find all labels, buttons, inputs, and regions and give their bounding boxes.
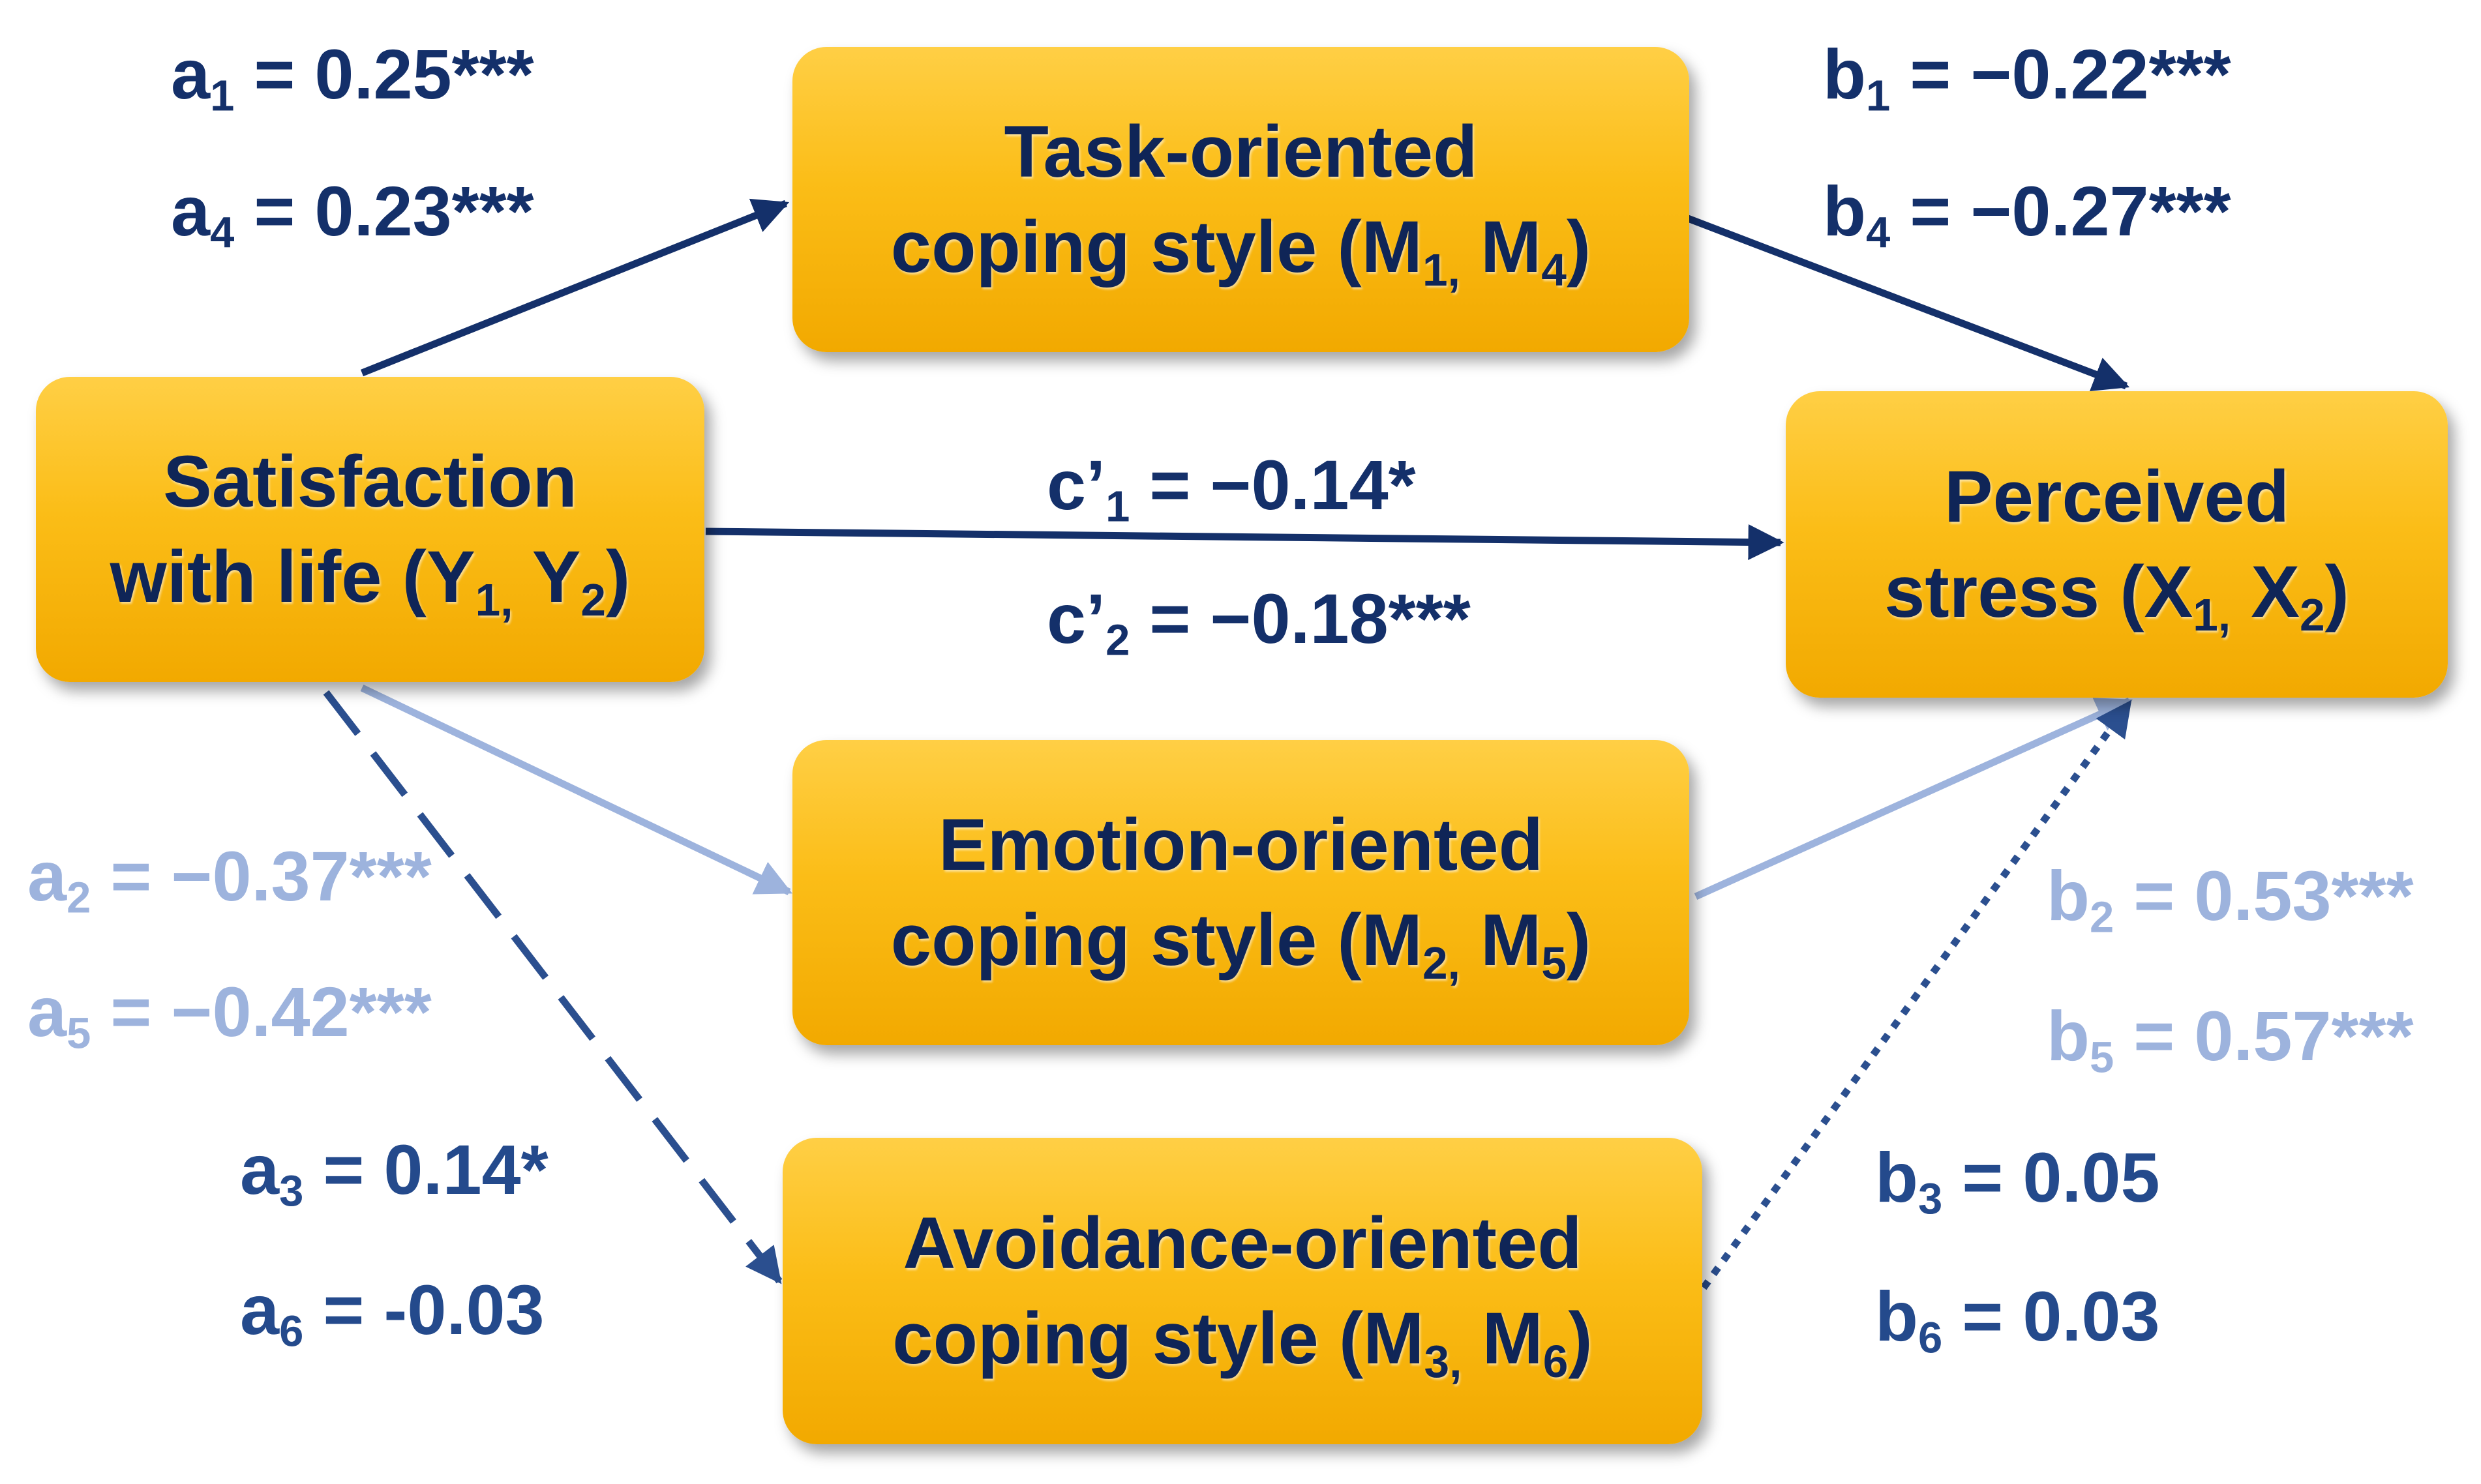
node-perceived-stress: Perceived stress (X1, X2) — [1786, 391, 2448, 698]
arrow-satisfaction-to-task — [360, 198, 790, 377]
node-task-line2: coping style (M1, M4) — [890, 206, 1591, 295]
node-avoidance-line2: coping style (M3, M6) — [892, 1298, 1593, 1387]
coef-c-prime-2: c’2 = −0.18*** — [1047, 579, 1471, 665]
coef-a2: a2 = −0.37*** — [27, 837, 432, 923]
node-satisfaction-line1: Satisfaction — [163, 441, 577, 523]
arrow-satisfaction-to-avoidance — [323, 690, 783, 1284]
arrow-emotion-to-stress — [1694, 697, 2133, 900]
coef-b1: b1 = −0.22*** — [1823, 35, 2231, 121]
node-avoidance-oriented-coping: Avoidance-oriented coping style (M3, M6) — [783, 1138, 1702, 1444]
arrow-satisfaction-to-emotion — [360, 685, 792, 895]
node-satisfaction-with-life: Satisfaction with life (Y1, Y2) — [36, 377, 704, 682]
coef-c-prime-1: c’1 = −0.14* — [1047, 445, 1416, 531]
node-task-line1: Task-oriented — [1004, 111, 1478, 193]
node-stress-line1: Perceived — [1944, 456, 2290, 538]
node-emotion-line1: Emotion-oriented — [938, 804, 1544, 886]
coef-b5: b5 = 0.57*** — [2047, 996, 2414, 1082]
coef-a6: a6 = -0.03 — [240, 1270, 545, 1356]
coef-a3: a3 = 0.14* — [240, 1130, 549, 1216]
arrow-task-to-stress — [1678, 211, 2130, 392]
coef-b3: b3 = 0.05 — [1875, 1138, 2160, 1224]
arrow-avoidance-to-stress — [1700, 700, 2133, 1290]
coef-b4: b4 = −0.27*** — [1823, 171, 2231, 258]
arrow-satisfaction-to-stress — [705, 524, 1784, 560]
coef-b6: b6 = 0.03 — [1875, 1277, 2160, 1363]
node-avoidance-line1: Avoidance-oriented — [903, 1202, 1582, 1284]
coef-a4: a4 = 0.23*** — [171, 171, 534, 258]
coef-a1: a1 = 0.25*** — [171, 35, 534, 121]
node-satisfaction-line2: with life (Y1, Y2) — [110, 536, 631, 625]
coef-b2: b2 = 0.53*** — [2047, 856, 2414, 942]
coef-a5: a5 = −0.42*** — [27, 972, 432, 1058]
node-emotion-line2: coping style (M2, M5) — [890, 899, 1591, 988]
node-stress-line2: stress (X1, X2) — [1884, 551, 2349, 640]
node-emotion-oriented-coping: Emotion-oriented coping style (M2, M5) — [792, 740, 1689, 1045]
node-task-oriented-coping: Task-oriented coping style (M1, M4) — [792, 47, 1689, 352]
